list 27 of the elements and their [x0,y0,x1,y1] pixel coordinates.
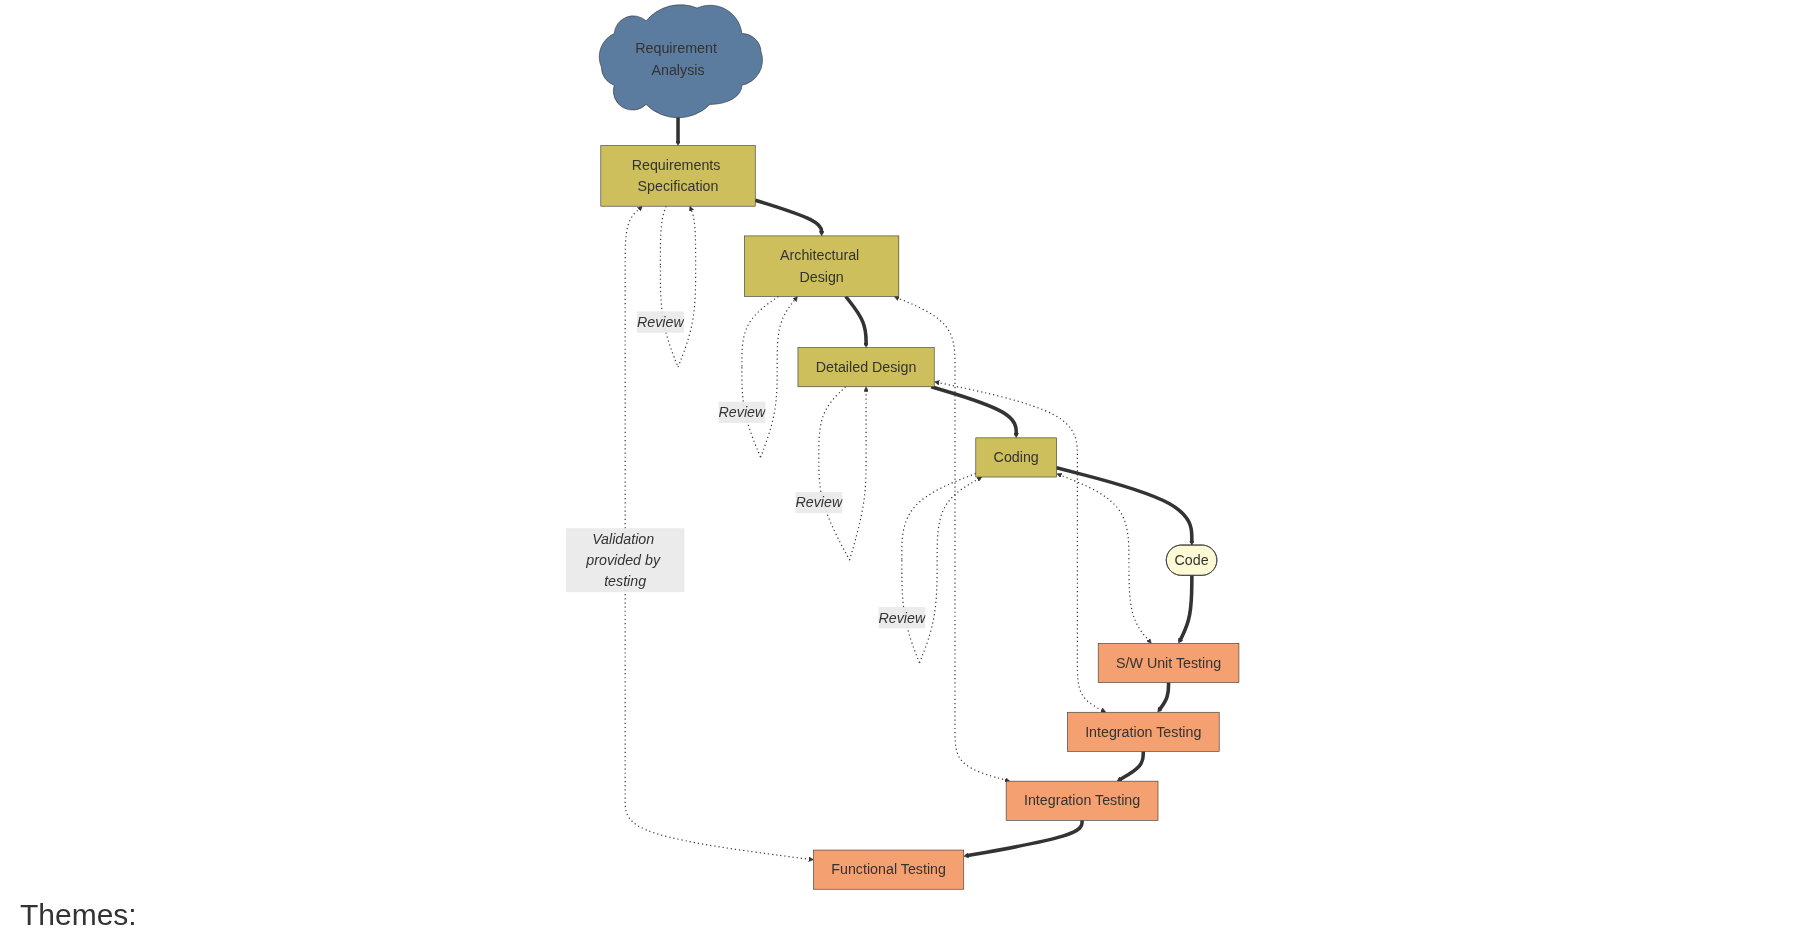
arrow [1116,751,1146,782]
arrow [930,385,1019,439]
arrow [624,206,814,862]
edge-label: Review [637,313,684,330]
arrow [934,380,1107,713]
arrow [1157,682,1171,713]
node-box: Integration Testing [1067,711,1220,752]
edge-label: Review [795,494,843,511]
edge-label: Review [878,609,926,626]
node-box: Detailed Design [797,347,935,388]
node-box: Integration Testing [1006,780,1159,821]
edge-label: Review [718,403,766,421]
node-box: Functional Testing [813,849,965,890]
edge-label: Validation provided by testing [586,530,661,590]
node-box: Requirements Specification [600,145,756,207]
arrow [754,198,825,237]
arrow [1056,473,1152,644]
node-box: Coding [975,437,1058,478]
arrow [844,295,869,348]
arrow [963,820,1084,858]
node-box: Architectural Design [744,235,900,297]
arrow [894,296,1011,783]
arrow [1056,466,1195,546]
arrow [1178,575,1194,644]
node-box: S/W Unit Testing [1098,643,1240,683]
note-text: Themes: [20,898,137,932]
arrow [741,295,798,458]
